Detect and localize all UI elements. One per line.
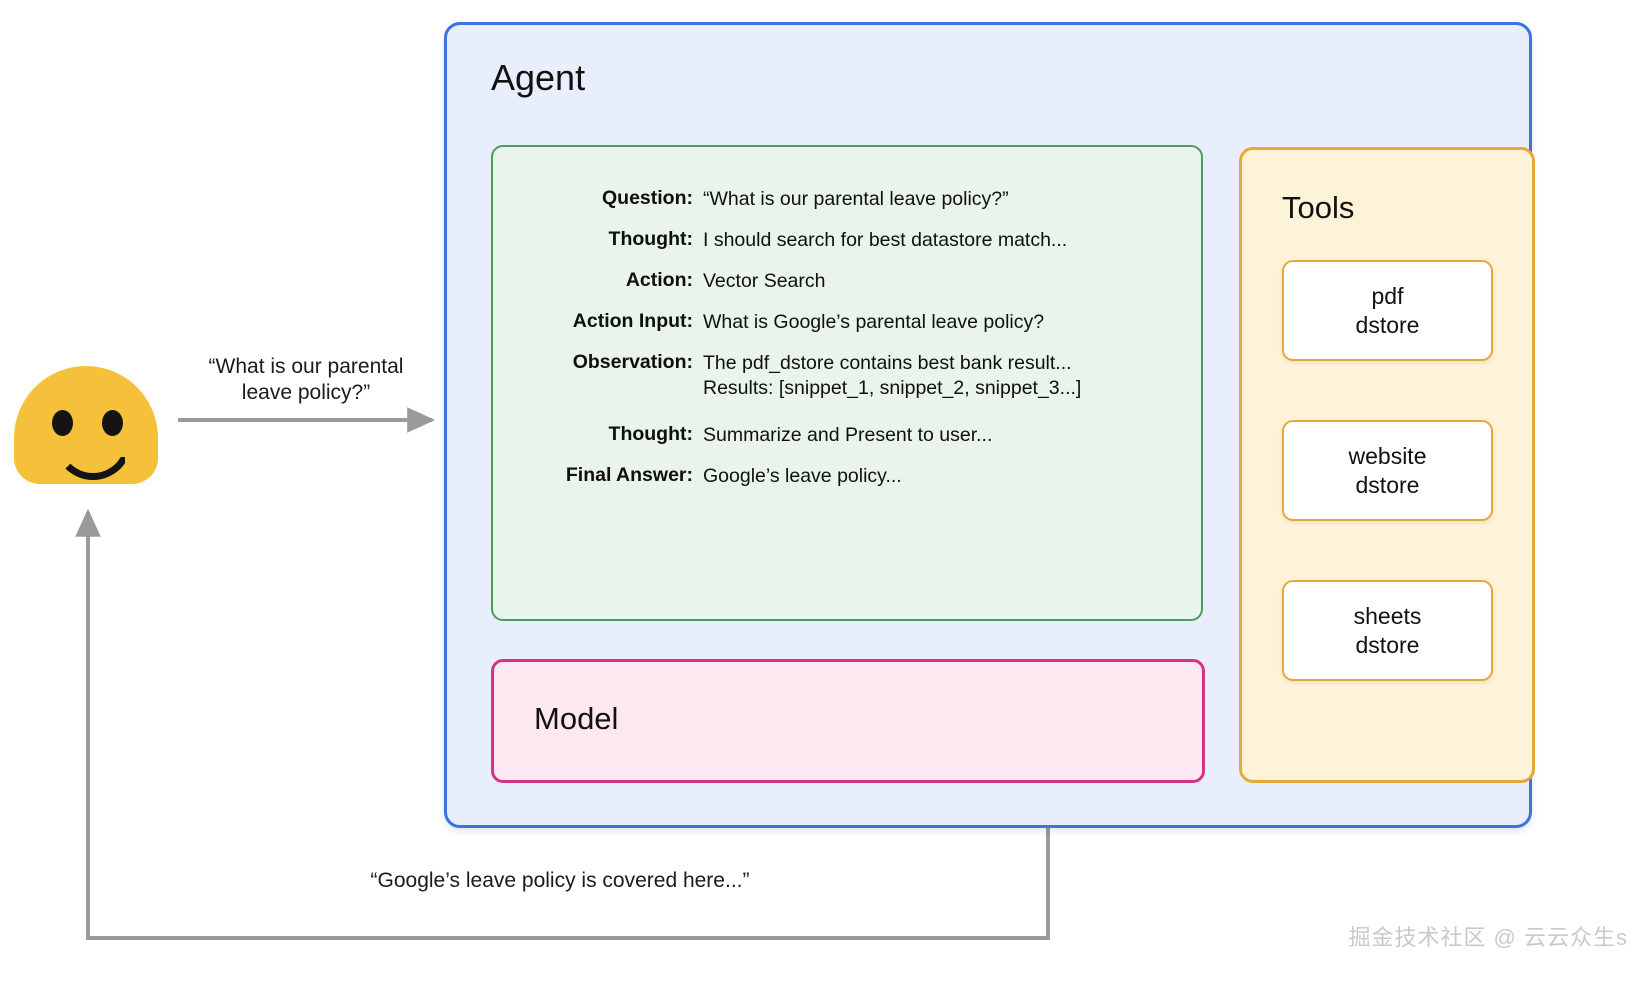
trace-row-label: Action Input: bbox=[572, 310, 693, 332]
trace-row: Action: Vector Search bbox=[493, 269, 1201, 294]
agent-title: Agent bbox=[491, 57, 586, 98]
trace-row: Thought: Summarize and Present to user... bbox=[493, 423, 1201, 448]
trace-row-label: Observation: bbox=[572, 351, 693, 373]
trace-row-value: Vector Search bbox=[703, 270, 826, 292]
trace-row-value: The pdf_dstore contains best bank result… bbox=[703, 352, 1082, 399]
trace-row-label: Thought: bbox=[608, 423, 693, 445]
trace-row-value: “What is our parental leave policy?” bbox=[703, 188, 1009, 210]
trace-row: Question: “What is our parental leave pol… bbox=[493, 187, 1201, 212]
tool-card-website-dstore[interactable]: website dstore bbox=[1282, 420, 1493, 521]
react-trace-panel: Question: “What is our parental leave pol… bbox=[491, 145, 1203, 621]
agent-panel: Agent Question: “What is our parental lea… bbox=[444, 22, 1535, 828]
trace-row-value: Google’s leave policy... bbox=[703, 465, 902, 487]
trace-row-value: What is Google’s parental leave policy? bbox=[703, 311, 1045, 333]
watermark: 掘金技术社区 @ 云云众生s bbox=[1348, 925, 1628, 950]
tool-card-sheets-dstore[interactable]: sheets dstore bbox=[1282, 580, 1493, 681]
trace-row: Final Answer: Google’s leave policy... bbox=[493, 464, 1201, 489]
model-title: Model bbox=[534, 701, 619, 736]
trace-row-label: Action: bbox=[625, 269, 693, 291]
tools-title: Tools bbox=[1282, 190, 1355, 225]
avatar-eye-left bbox=[52, 410, 73, 436]
trace-row-value: Summarize and Present to user... bbox=[703, 424, 993, 446]
trace-row: Action Input: What is Google’s parental l… bbox=[493, 310, 1201, 335]
trace-row: Thought: I should search for best datasto… bbox=[493, 228, 1201, 253]
trace-row-value: I should search for best datastore match… bbox=[703, 229, 1068, 251]
user-question-label: “What is our parental leave policy?” bbox=[208, 355, 404, 404]
trace-row-label: Thought: bbox=[608, 228, 693, 250]
trace-row-label: Question: bbox=[602, 187, 693, 209]
react-trace-rows: Question: “What is our parental leave pol… bbox=[493, 187, 1201, 505]
user-answer-label: “Google’s leave policy is covered here..… bbox=[370, 869, 750, 892]
avatar bbox=[14, 366, 158, 484]
tools-panel: Tools pdf dstore website dstore sheets d… bbox=[1239, 147, 1535, 783]
trace-row: Observation: The pdf_dstore contains best… bbox=[493, 351, 1201, 401]
avatar-eye-right bbox=[102, 410, 123, 436]
avatar-smile bbox=[54, 436, 132, 480]
tool-card-pdf-dstore[interactable]: pdf dstore bbox=[1282, 260, 1493, 361]
trace-row-label: Final Answer: bbox=[565, 464, 693, 486]
model-panel: Model bbox=[491, 659, 1205, 783]
